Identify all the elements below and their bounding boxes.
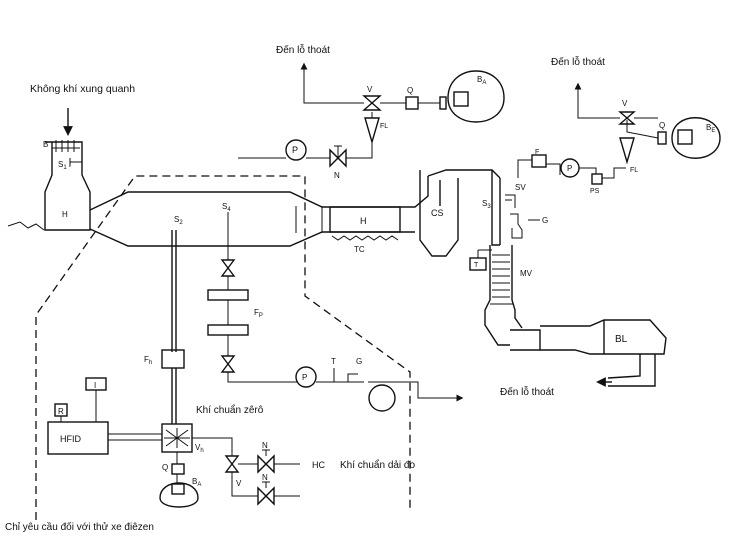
label-q-top: Q [407, 86, 413, 95]
label-r: R [58, 407, 64, 416]
label-g-right: G [542, 216, 548, 225]
heat-exchanger-mid [329, 206, 401, 233]
label-exhaust-bottom: Đến lỗ thoát [500, 385, 554, 398]
label-bag-a-top: BA [477, 75, 486, 86]
label-valve-bottom: V [236, 479, 242, 488]
label-zero-gas: Khí chuẩn zêrô [196, 404, 264, 416]
hc-sampling-line [47, 230, 300, 508]
label-g-mid: G [356, 357, 362, 366]
label-cs: CS [431, 208, 444, 218]
particulate-sampling-line [207, 212, 462, 412]
label-diesel-note: Chỉ yêu cầu đối với thử xe điêzen [5, 521, 154, 533]
top-sampling-branch [238, 62, 505, 168]
label-heat-exchanger-mid: H [360, 216, 367, 226]
label-needle-top: N [334, 171, 340, 180]
label-hfid: HFID [60, 434, 81, 444]
right-sampling-branch [517, 82, 721, 185]
mixing-venturi [484, 245, 523, 346]
label-s2: S2 [174, 215, 183, 226]
label-tc: TC [354, 245, 365, 254]
label-fp: FP [254, 308, 263, 319]
dilution-tunnel [89, 176, 429, 247]
diesel-boundary-dashed [35, 175, 411, 520]
label-fl-right: FL [630, 167, 638, 174]
label-bag-a-bottom: BA [192, 477, 201, 488]
intake-filter-assembly [7, 108, 91, 231]
label-ps: PS [590, 188, 600, 195]
label-bag-e: BE [706, 123, 715, 134]
label-i-box: I [94, 381, 96, 390]
cyclone-separator [419, 169, 501, 257]
label-needle-bottom-1: N [262, 441, 268, 450]
label-ambient-air: Không khí xung quanh [30, 83, 135, 95]
label-t-right: T [474, 262, 479, 269]
label-valve-top: V [367, 85, 373, 94]
label-hc: HC [312, 460, 325, 470]
label-exhaust-top-left: Đến lỗ thoát [276, 43, 330, 56]
label-valve-h: Vh [195, 443, 204, 454]
label-s3: S3 [482, 199, 491, 210]
label-needle-bottom-2: N [262, 473, 268, 482]
label-sv: SV [515, 183, 526, 192]
label-heat-exchanger-left: H [62, 210, 68, 219]
label-q-bottom: Q [162, 463, 168, 472]
blower [510, 319, 667, 387]
label-bl: BL [615, 334, 628, 345]
label-filter-b: B [43, 140, 48, 149]
label-pump-right: P [567, 164, 572, 173]
label-valve-right: V [622, 99, 628, 108]
label-mv: MV [520, 269, 533, 278]
label-fh: Fh [144, 355, 152, 366]
label-pump-top: P [292, 145, 298, 155]
label-q-right: Q [659, 121, 665, 130]
label-fl-top: FL [380, 123, 388, 130]
label-s4: S4 [222, 202, 231, 213]
label-f-right: F [535, 149, 539, 156]
label-span-gas: Khí chuẩn dải đo [340, 459, 415, 471]
temperature-control-coil [331, 235, 399, 241]
label-exhaust-top-right: Đến lỗ thoát [551, 55, 605, 68]
label-pump-mid: P [302, 373, 307, 382]
label-t-mid: T [331, 357, 336, 366]
